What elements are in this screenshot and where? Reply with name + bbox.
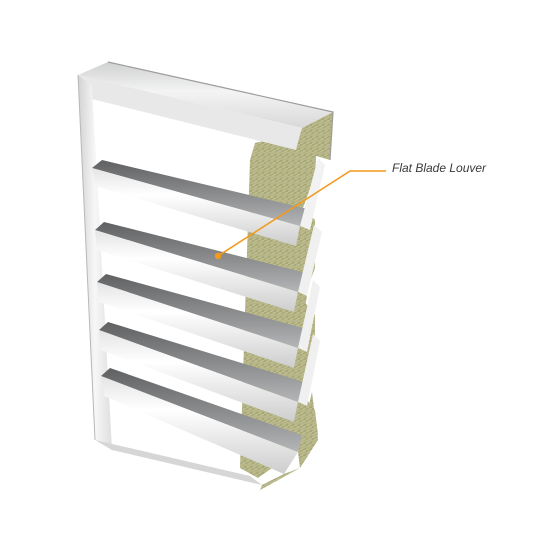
louver-blade-1	[92, 158, 325, 252]
frame-bottom-insulation	[260, 468, 300, 490]
louver-blade-3	[97, 274, 320, 374]
frame-left-jamb	[78, 75, 112, 450]
frame-left-edge	[77, 74, 96, 441]
louver-blade-4	[99, 322, 320, 428]
hood-top-face	[78, 62, 333, 128]
louver-blade-2	[95, 222, 322, 318]
hood-edge-highlight	[107, 61, 334, 161]
callout-leader-line	[217, 170, 351, 257]
louver-blade-5	[101, 368, 318, 474]
callout-anchor-dot	[214, 252, 222, 260]
callout-label: Flat Blade Louver	[392, 161, 487, 175]
frame-bottom-sill	[95, 440, 262, 485]
hood-front-face	[78, 75, 302, 150]
hood-right-end	[296, 112, 333, 160]
